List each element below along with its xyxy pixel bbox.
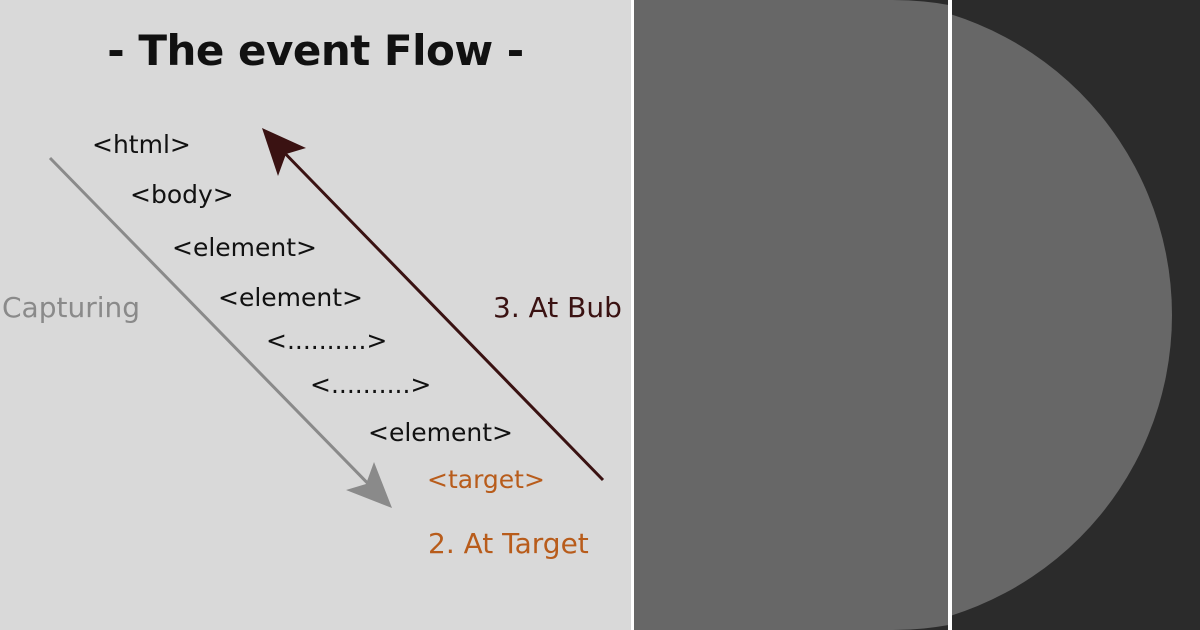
tag-ellipsis-1: <..........>	[266, 326, 388, 355]
capturing-label: Capturing	[2, 291, 141, 324]
tag-element-3: <element>	[368, 418, 513, 447]
at-target-label: 2. At Target	[428, 527, 589, 560]
half-circle-shape	[952, 0, 1172, 630]
tag-element-1: <element>	[172, 233, 317, 262]
bubbling-label: 3. At Bub	[493, 291, 622, 324]
placeholder-panel-middle	[634, 0, 948, 630]
tag-body: <body>	[130, 180, 234, 209]
arrows-layer	[48, 128, 605, 508]
tag-html: <html>	[92, 130, 191, 159]
capture-arrowhead	[346, 462, 392, 508]
tag-ellipsis-2: <..........>	[310, 370, 432, 399]
bubble-arrowhead	[262, 128, 306, 176]
diagram-panel: - The event Flow - <html> <body> <elemen…	[0, 0, 631, 630]
placeholder-panel-right	[952, 0, 1200, 630]
bubble-arrow	[270, 138, 605, 482]
capture-arrow	[48, 156, 386, 502]
half-circle-shape	[634, 0, 948, 630]
tag-target: <target>	[427, 465, 545, 494]
tag-element-2: <element>	[218, 283, 363, 312]
diagram-title: - The event Flow -	[107, 26, 524, 75]
